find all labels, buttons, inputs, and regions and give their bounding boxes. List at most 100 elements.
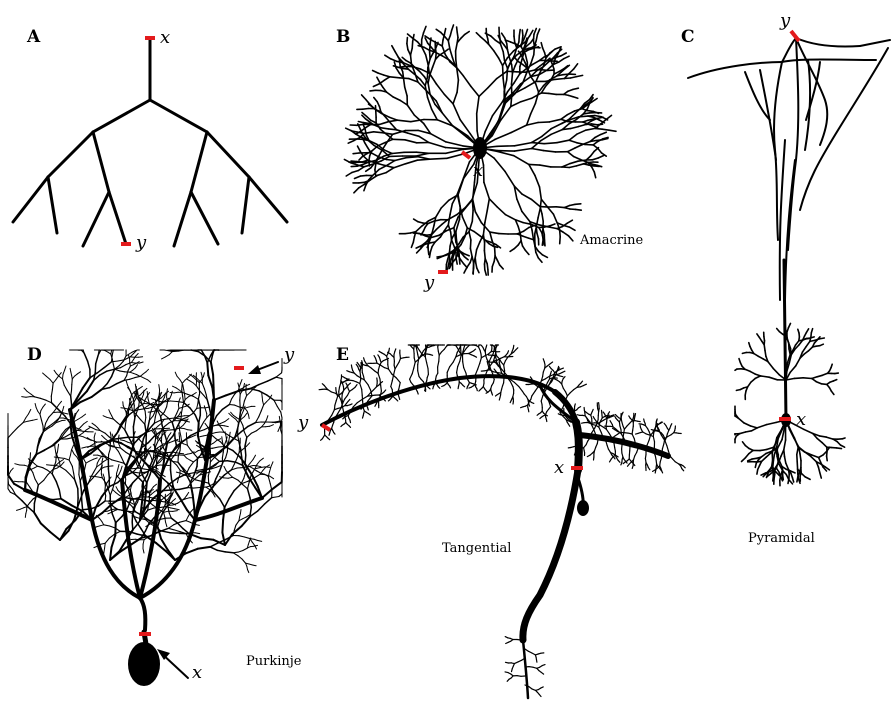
amacrine-dendrite — [485, 270, 487, 275]
purkinje-dendrite — [125, 430, 129, 437]
tangential-dendrite — [467, 387, 468, 389]
purkinje-dendrite — [145, 424, 147, 433]
amacrine-dendrite — [507, 71, 516, 72]
purkinje-dendrite — [170, 401, 177, 402]
tangential-dendrite — [433, 387, 434, 389]
purkinje-dendrite — [125, 424, 126, 430]
tangential-dendrite — [346, 383, 348, 386]
purkinje-dendrite — [38, 466, 43, 468]
tangential-dendrite — [463, 385, 465, 387]
amacrine-dendrite — [398, 120, 411, 122]
tangential-dendrite — [357, 399, 362, 402]
tangential-dendrite — [603, 412, 605, 414]
pyramidal-basal-dendrite — [789, 480, 793, 484]
amacrine-dendrite — [418, 46, 424, 48]
pyramidal-basal-dendrite — [748, 459, 752, 461]
amacrine-dendrite — [448, 264, 449, 269]
purkinje-dendrite — [195, 480, 202, 482]
tangential-dendrite — [396, 399, 398, 401]
amacrine-dendrite — [419, 234, 425, 236]
purkinje-dendrite — [195, 475, 199, 479]
purkinje-dendrite — [92, 423, 95, 425]
purkinje-dendrite — [179, 488, 187, 490]
purkinje-dendrite — [250, 459, 253, 463]
purkinje-dendrite — [35, 479, 38, 485]
purkinje-dendrite — [198, 394, 199, 400]
amacrine-dendrite — [408, 34, 413, 38]
amacrine-dendrite — [391, 59, 397, 62]
purkinje-dendrite — [143, 408, 148, 409]
panel-d: D x y Purkinje — [8, 344, 302, 686]
purkinje-dendrite — [129, 402, 130, 409]
amacrine-dendrite — [411, 242, 413, 247]
amacrine-dendrite — [540, 165, 551, 167]
purkinje-dendrite — [59, 401, 62, 405]
purkinje-dendrite — [120, 437, 129, 438]
purkinje-dendrite — [181, 436, 182, 441]
amacrine-dendrite — [399, 67, 404, 68]
purkinje-dendrite — [70, 368, 71, 372]
pyramidal-basal-dendrite — [739, 418, 744, 423]
amacrine-dendrite — [542, 255, 547, 258]
amacrine-dendrite — [359, 182, 365, 183]
purkinje-dendrite — [121, 466, 122, 470]
amacrine-dendrite — [535, 175, 540, 187]
purkinje-dendrite — [177, 479, 178, 483]
tangential-dendrite — [425, 357, 426, 363]
amacrine-dendrite — [436, 29, 441, 32]
purkinje-dendrite — [198, 399, 200, 407]
tangential-dendrite — [632, 466, 633, 469]
purkinje-dendrite — [222, 520, 223, 533]
purkinje-dendrite — [151, 492, 154, 495]
purkinje-dendrite — [243, 548, 247, 550]
purkinje-dendrite — [195, 533, 200, 534]
amacrine-dendrite — [536, 252, 538, 258]
purkinje-dendrite — [56, 482, 59, 490]
purkinje-dendrite — [185, 395, 186, 400]
purkinje-dendrite — [136, 454, 137, 460]
purkinje-dendrite — [112, 514, 115, 523]
pyramidal-oblique-dendrite — [769, 377, 777, 380]
amacrine-dendrite — [453, 257, 454, 263]
amacrine-dendrite — [430, 247, 432, 252]
amacrine-dendrite — [360, 175, 366, 176]
purkinje-dendrite — [267, 399, 270, 402]
purkinje-dendrite — [145, 396, 147, 400]
amacrine-dendrite — [544, 151, 556, 152]
amacrine-dendrite — [430, 252, 431, 258]
amacrine-dendrite — [592, 124, 598, 125]
tangential-dendrite — [577, 415, 580, 416]
tangential-dendrite — [487, 361, 488, 364]
amacrine-dendrite — [489, 199, 497, 207]
tangential-dendrite — [475, 369, 477, 375]
purkinje-dendrite — [212, 447, 218, 448]
purkinje-dendrite — [103, 474, 104, 478]
purkinje-dendrite — [177, 408, 179, 413]
amacrine-dendrite — [378, 173, 387, 176]
purkinje-dendrite — [169, 433, 172, 437]
amacrine-dendrite — [386, 168, 394, 173]
purkinje-dendrite — [134, 356, 136, 359]
purkinje-dendrite — [254, 539, 258, 540]
amacrine-dendrite — [378, 73, 384, 75]
purkinje-dendrite — [264, 402, 267, 405]
pyramidal-basal-dendrite — [760, 449, 767, 450]
amacrine-dendrite — [549, 93, 556, 94]
purkinje-dendrite — [136, 365, 138, 368]
purkinje-dendrite — [173, 386, 177, 388]
purkinje-dendrite — [95, 425, 98, 428]
purkinje-dendrite — [276, 422, 280, 423]
amacrine-dendrite — [384, 75, 390, 77]
amacrine-dendrite — [446, 259, 447, 264]
purkinje-dendrite — [242, 517, 250, 527]
purkinje-dendrite — [258, 504, 265, 511]
tangential-dendrite — [348, 399, 350, 401]
amacrine-dendrite — [429, 143, 446, 148]
purkinje-dendrite — [241, 426, 248, 431]
amacrine-dendrite — [357, 124, 364, 125]
purkinje-dendrite — [236, 521, 239, 525]
amacrine-dendrite — [532, 200, 541, 207]
pyramidal-oblique-dendrite — [796, 341, 799, 345]
purkinje-dendrite — [182, 499, 186, 500]
amacrine-dendrite — [352, 171, 359, 173]
